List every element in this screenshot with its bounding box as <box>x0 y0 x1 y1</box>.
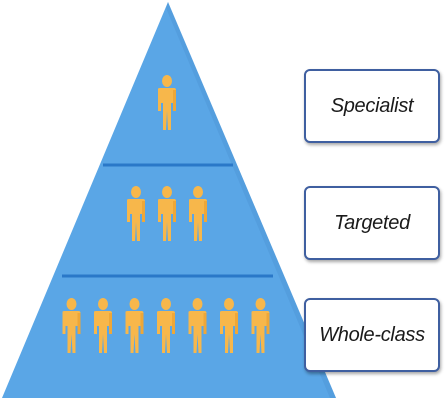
person-icon <box>189 186 207 241</box>
tier-label-targeted: Targeted <box>304 186 440 260</box>
person-icon <box>157 298 175 353</box>
person-icon <box>188 298 207 353</box>
people-layer <box>62 75 270 353</box>
tier-label-text: Targeted <box>334 211 410 234</box>
pyramid-shade <box>166 2 336 398</box>
person-icon <box>94 298 112 353</box>
person-icon <box>158 186 176 241</box>
person-icon <box>220 298 238 353</box>
person-icon <box>127 186 145 241</box>
tier-label-text: Whole-class <box>319 323 425 346</box>
tier-label-specialist: Specialist <box>304 69 440 143</box>
tier-label-text: Specialist <box>330 94 414 117</box>
tier-label-whole-class: Whole-class <box>304 298 440 372</box>
person-icon <box>62 298 81 353</box>
person-icon <box>158 75 176 130</box>
person-icon <box>125 298 144 353</box>
person-icon <box>251 298 270 353</box>
